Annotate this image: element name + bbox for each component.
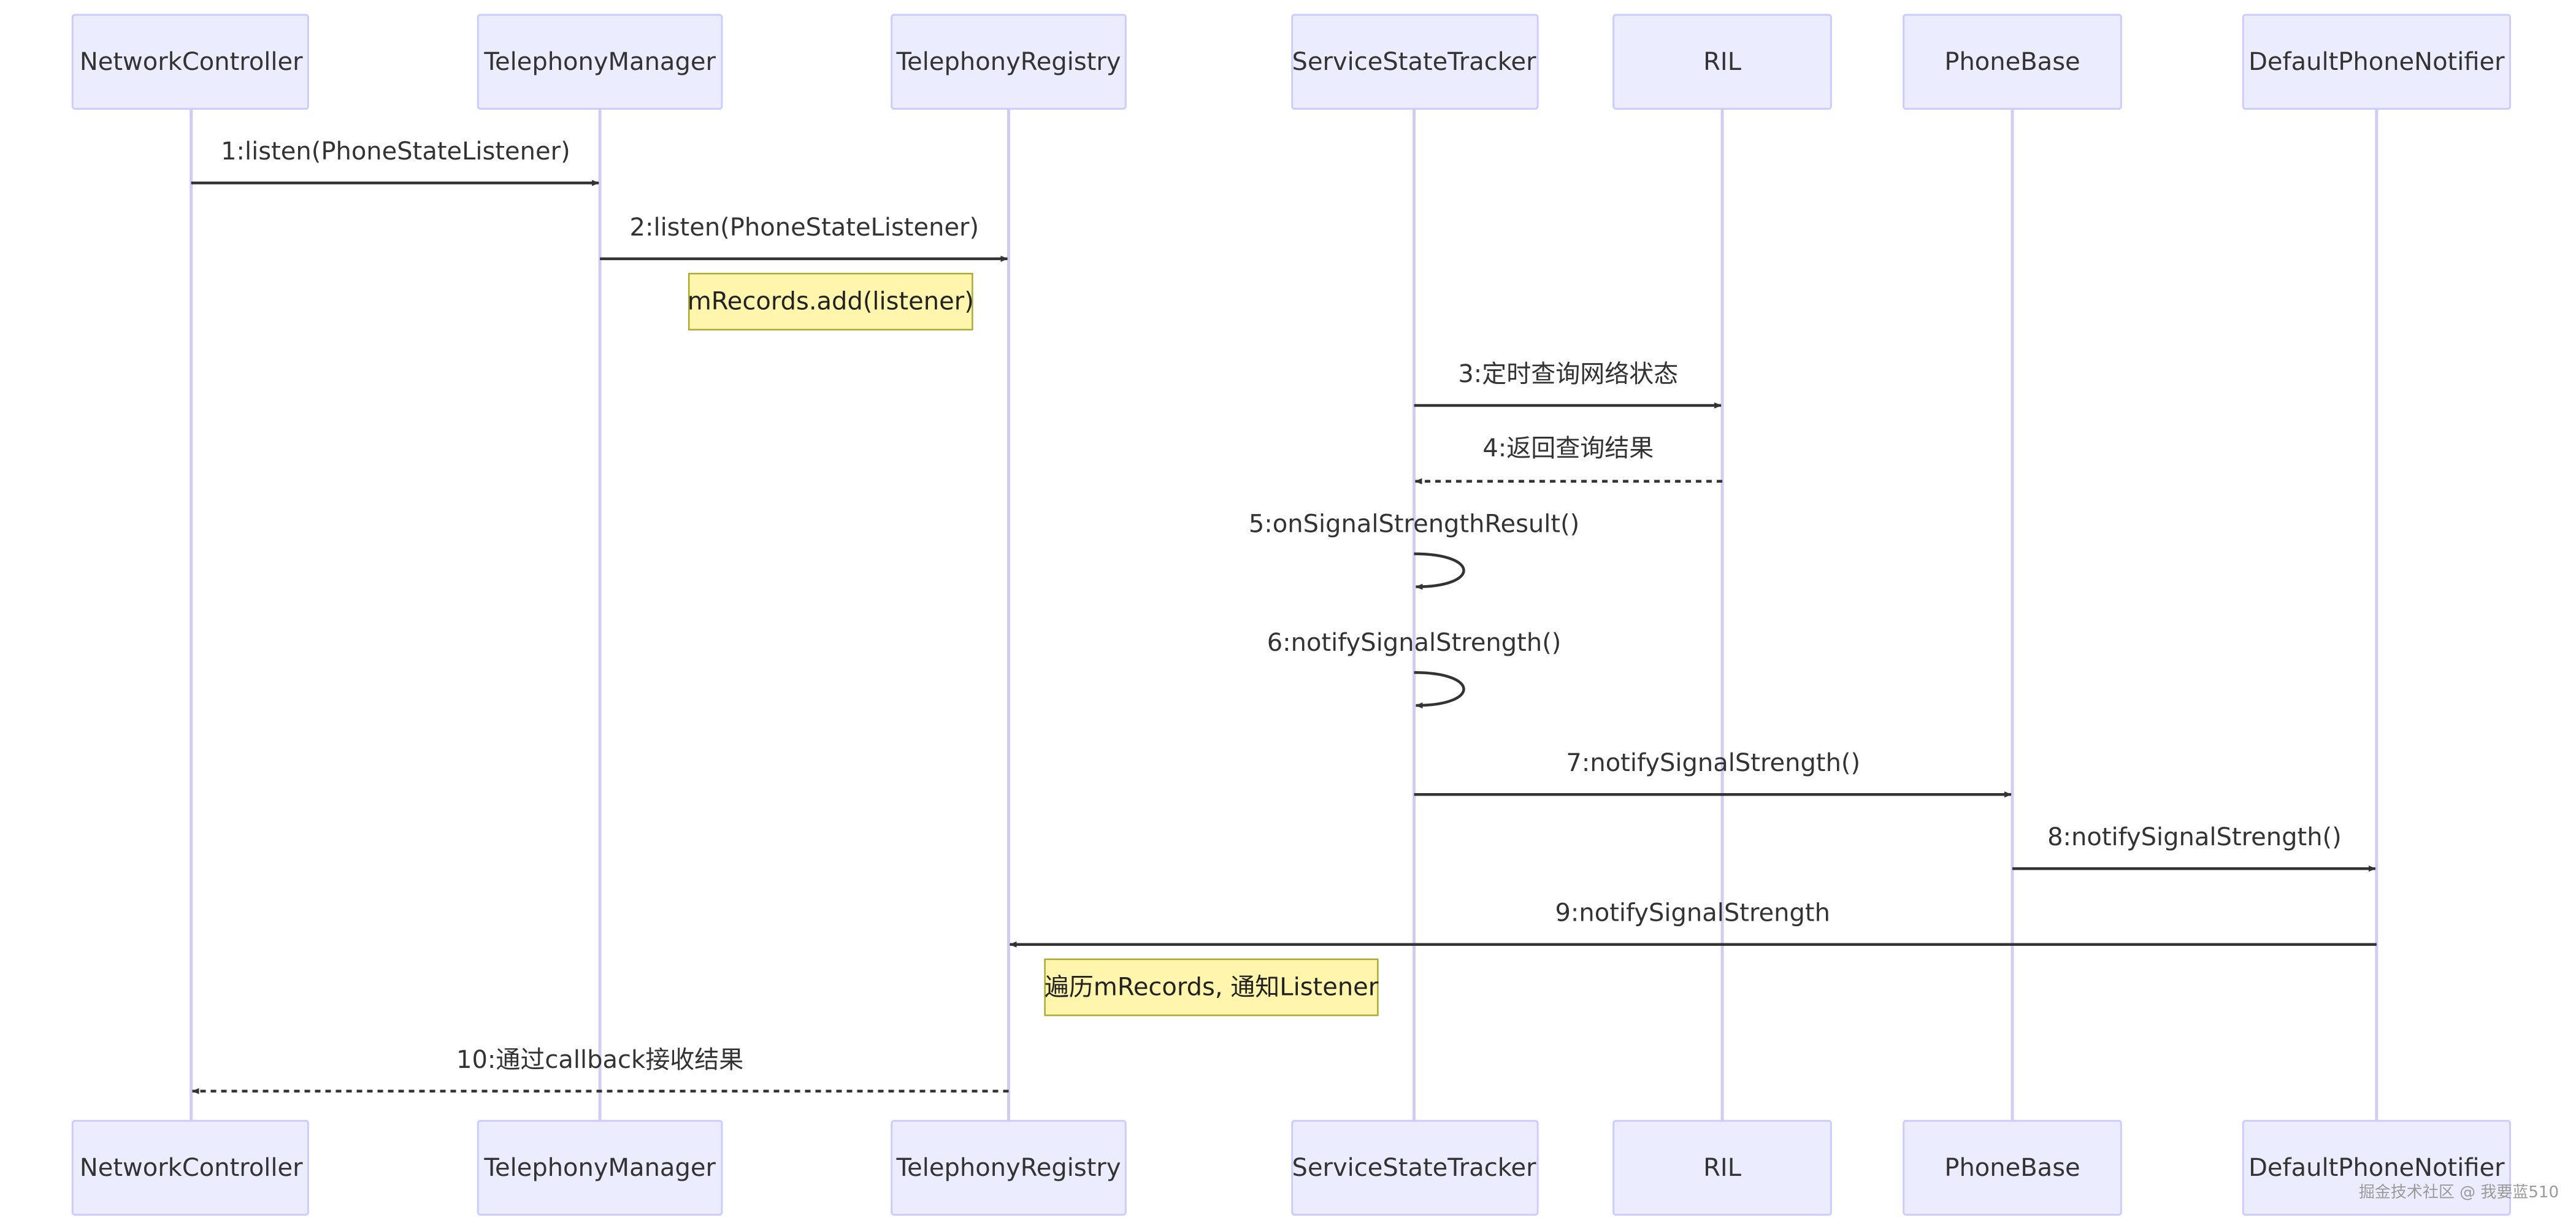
message-4: 4:返回查询结果: [1414, 434, 1723, 485]
message-6: 6:notifySignalStrength(): [1267, 629, 1562, 709]
actor-telephonyregistry-top: TelephonyRegistry: [891, 13, 1127, 110]
message-label: 8:notifySignalStrength(): [2047, 823, 2342, 851]
message-self-arrow: [1414, 552, 1465, 590]
actor-box: [2242, 13, 2512, 110]
actors-top: NetworkController TelephonyManager Telepho…: [71, 13, 2512, 110]
actor-box: [1903, 1119, 2122, 1216]
actor-networkcontroller-top: NetworkController: [71, 13, 309, 110]
message-3: 3:定时查询网络状态: [1414, 360, 1722, 409]
actor-box: [891, 1119, 1127, 1216]
actor-box: [1612, 1119, 1832, 1216]
actor-label: RIL: [1703, 1154, 1742, 1182]
actor-telephonymanager-top: TelephonyManager: [477, 13, 723, 110]
message-self-arrow: [1414, 671, 1465, 709]
actor-box: [1291, 13, 1539, 110]
message-label: 10:通过callback接收结果: [456, 1046, 743, 1074]
actor-label: TelephonyManager: [483, 1154, 716, 1182]
note-box: [1044, 958, 1379, 1016]
note-text: mRecords.add(listener): [688, 288, 974, 316]
actor-label: PhoneBase: [1944, 1154, 2080, 1182]
actor-box: [1903, 13, 2122, 110]
message-5: 5:onSignalStrengthResult(): [1249, 510, 1579, 590]
actor-box: [71, 13, 309, 110]
actor-label: ServiceStateTracker: [1292, 48, 1537, 76]
actor-box: [891, 13, 1127, 110]
actors-bottom: NetworkController TelephonyManager Telepho…: [71, 1119, 2512, 1216]
message-label: 5:onSignalStrengthResult(): [1249, 510, 1579, 539]
message-label: 6:notifySignalStrength(): [1267, 629, 1562, 657]
actor-servicestatetracker-top: ServiceStateTracker: [1291, 13, 1539, 110]
actor-defaultphonenotifier-top: DefaultPhoneNotifier: [2242, 13, 2512, 110]
actor-networkcontroller-bottom: NetworkController: [71, 1119, 309, 1216]
message-7: 7:notifySignalStrength(): [1414, 749, 2012, 798]
note-2: 遍历mRecords, 通知Listener: [1044, 958, 1379, 1016]
message-label: 1:listen(PhoneStateListener): [221, 137, 570, 166]
actor-phonebase-top: PhoneBase: [1903, 13, 2122, 110]
actor-label: PhoneBase: [1944, 48, 2080, 76]
note-text: 遍历mRecords, 通知Listener: [1045, 973, 1379, 1002]
actor-ril-bottom: RIL: [1612, 1119, 1832, 1216]
notes: mRecords.add(listener) 遍历mRecords, 通知List…: [688, 272, 1379, 1016]
message-label: 2:listen(PhoneStateListener): [630, 213, 979, 242]
actor-label: ServiceStateTracker: [1292, 1154, 1537, 1182]
note-box: [688, 272, 973, 331]
actor-box: [477, 13, 723, 110]
actor-box: [1612, 13, 1832, 110]
actor-phonebase-bottom: PhoneBase: [1903, 1119, 2122, 1216]
actor-defaultphonenotifier-bottom: DefaultPhoneNotifier: [2242, 1119, 2512, 1216]
lifelines: [190, 109, 2379, 1121]
messages: 1:listen(PhoneStateListener) 2:listen(Pho…: [191, 137, 2377, 1094]
actor-ril-top: RIL: [1612, 13, 1832, 110]
actor-label: NetworkController: [80, 1154, 303, 1182]
message-label: 9:notifySignalStrength: [1555, 899, 1830, 927]
actor-label: DefaultPhoneNotifier: [2248, 1154, 2505, 1182]
message-9: 9:notifySignalStrength: [1009, 899, 2377, 948]
actor-label: DefaultPhoneNotifier: [2248, 48, 2505, 76]
actor-telephonyregistry-bottom: TelephonyRegistry: [891, 1119, 1127, 1216]
message-8: 8:notifySignalStrength(): [2012, 823, 2376, 872]
message-label: 3:定时查询网络状态: [1458, 360, 1678, 388]
actor-label: NetworkController: [80, 48, 303, 76]
message-1: 1:listen(PhoneStateListener): [191, 137, 600, 186]
actor-box: [71, 1119, 309, 1216]
actor-servicestatetracker-bottom: ServiceStateTracker: [1291, 1119, 1539, 1216]
message-label: 4:返回查询结果: [1482, 434, 1654, 462]
actor-telephonymanager-bottom: TelephonyManager: [477, 1119, 723, 1216]
actor-label: RIL: [1703, 48, 1742, 76]
note-1: mRecords.add(listener): [688, 272, 974, 331]
actor-box: [2242, 1119, 2512, 1216]
message-2: 2:listen(PhoneStateListener): [600, 213, 1008, 262]
actor-box: [477, 1119, 723, 1216]
actor-label: TelephonyManager: [483, 48, 716, 76]
actor-label: TelephonyRegistry: [896, 48, 1121, 76]
actor-label: TelephonyRegistry: [896, 1154, 1121, 1182]
message-10: 10:通过callback接收结果: [191, 1046, 1009, 1094]
actor-box: [1291, 1119, 1539, 1216]
message-label: 7:notifySignalStrength(): [1566, 749, 1860, 777]
watermark: 掘金技术社区 @ 我要蓝510: [2359, 1183, 2559, 1202]
